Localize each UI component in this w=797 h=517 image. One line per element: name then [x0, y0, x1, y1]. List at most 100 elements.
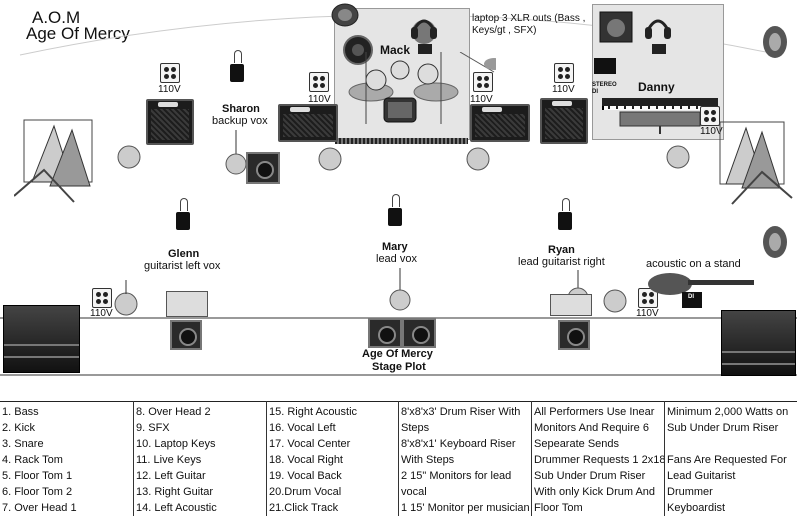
- input-item: 14. Left Acoustic: [136, 502, 217, 514]
- requirement-line: Lead Guitarist: [667, 470, 736, 482]
- keyboardist-name: Danny: [638, 80, 675, 94]
- requirement-line: 8'x8'x1' Keyboard Riser: [401, 438, 516, 450]
- laptop-mic-stand: [459, 52, 496, 73]
- drummer-name: Mack: [380, 43, 411, 57]
- input-list-column-2: 8. Over Head 2 9. SFX 10. Laptop Keys 11…: [133, 401, 266, 516]
- input-item: 12. Left Guitar: [136, 470, 206, 482]
- in-ear-beltpack-icon: [388, 194, 402, 226]
- requirement-line: 8'x8'x3' Drum Riser With: [401, 406, 521, 418]
- stereo-di-label: STEREO DI: [592, 82, 617, 95]
- drum-sub-speaker-icon: [331, 3, 359, 27]
- input-item: 4. Rack Tom: [2, 454, 63, 466]
- requirement-line: Steps: [401, 422, 430, 434]
- glenn-pedalboard-icon: [166, 291, 208, 317]
- ryan-role: lead guitarist right: [518, 256, 605, 268]
- mic-stand-base-icon: [466, 147, 490, 171]
- drum-riser-steps: [335, 138, 468, 144]
- in-ear-beltpack-icon: [230, 50, 244, 82]
- headphones-icon: [411, 19, 437, 39]
- power-outlet-icon: [309, 72, 329, 92]
- input-item: 8. Over Head 2: [136, 406, 211, 418]
- ryan-pedalboard-icon: [550, 294, 592, 316]
- input-list-column-1: 1. Bass 2. Kick 3. Snare 4. Rack Tom 5. …: [0, 401, 133, 516]
- mic-stand-base-icon: [666, 145, 690, 169]
- input-item: 13. Right Guitar: [136, 486, 214, 498]
- power-outlet-icon: [638, 288, 658, 308]
- requirement-line: 1 15' Monitor per musician: [401, 502, 530, 514]
- voltage-label: 110V: [308, 94, 331, 105]
- band-abbreviation: A.O.M: [32, 8, 81, 27]
- mic-stand-icon: [389, 268, 411, 311]
- mary-wedge-monitor-left: [368, 318, 402, 348]
- mic-stand-icon: [225, 130, 247, 175]
- requirement-line: [667, 436, 795, 452]
- input-item: 3. Snare: [2, 438, 44, 450]
- riser-requirements-column: 8'x8'x3' Drum Riser With Steps 8'x8'x1' …: [398, 401, 531, 516]
- drum-kit-icon: [343, 20, 459, 124]
- guitar-amp-left: [146, 99, 194, 145]
- monitor-requirements-column: All Performers Use Inear Monitors And Re…: [531, 401, 666, 516]
- requirement-line: 2 15" Monitors for lead: [401, 470, 512, 482]
- requirement-line: Fans Are Requested For: [667, 454, 787, 466]
- requirement-line: Keyboardist: [667, 502, 726, 514]
- mary-name: Mary: [382, 241, 408, 253]
- di-label: DI: [688, 294, 694, 300]
- sharon-name: Sharon: [222, 103, 260, 115]
- input-item: 11. Live Keys: [136, 454, 202, 466]
- band-name: Age Of Mercy: [26, 24, 130, 43]
- di-box-icon: [682, 292, 702, 308]
- keyboard-monitor-icon: [599, 11, 633, 43]
- voltage-label: 110V: [470, 94, 493, 105]
- power-outlet-icon: [473, 72, 493, 92]
- in-ear-pack-icon: [652, 44, 666, 54]
- in-ear-pack-icon: [418, 44, 432, 54]
- headphones-icon: [645, 19, 671, 39]
- acoustic-guitar-icon: [648, 273, 754, 295]
- guitar-amp-right: [540, 98, 588, 144]
- left-subwoofer: [3, 305, 80, 373]
- requirement-line: Drummer: [667, 486, 713, 498]
- ryan-wedge-monitor: [558, 320, 590, 350]
- input-item: 5. Floor Tom 1: [2, 470, 73, 482]
- in-ear-beltpack-icon: [176, 198, 190, 230]
- mic-stand-icon: [114, 280, 138, 316]
- requirement-line: Monitors And Require 6: [534, 422, 649, 434]
- sharon-role: backup vox: [212, 115, 268, 127]
- input-list-column-3: 15. Right Acoustic 16. Vocal Left 17. Vo…: [266, 401, 398, 516]
- requirement-line: Floor Tom: [534, 502, 583, 514]
- acoustic-note: acoustic on a stand: [646, 258, 741, 270]
- voltage-label: 110V: [90, 308, 113, 319]
- voltage-label: 110V: [158, 84, 181, 95]
- laptop-note: laptop 3 XLR outs (Bass , Keys/gt , SFX): [472, 13, 586, 36]
- input-item: 2. Kick: [2, 422, 36, 434]
- input-item: 10. Laptop Keys: [136, 438, 216, 450]
- requirement-line: With only Kick Drum And: [534, 486, 656, 498]
- input-item: 15. Right Acoustic: [269, 406, 358, 418]
- stage-plot-title-line1: Age Of Mercy: [362, 348, 433, 360]
- input-item: 16. Vocal Left: [269, 422, 336, 434]
- voltage-label: 110V: [636, 308, 659, 319]
- guitar-stand-left-icon: [14, 119, 93, 203]
- requirement-line: Drummer Requests 1 2x18: [534, 454, 666, 466]
- input-item: 9. SFX: [136, 422, 170, 434]
- power-requirements-column: Minimum 2,000 Watts on Sub Under Drum Ri…: [664, 401, 797, 516]
- mary-role: lead vox: [376, 253, 417, 265]
- power-outlet-icon: [92, 288, 112, 308]
- input-item: 20.Drum Vocal: [269, 486, 342, 498]
- input-item: 17. Vocal Center: [269, 438, 351, 450]
- stereo-di-icon: [594, 58, 616, 74]
- stage-plot-title-line2: Stage Plot: [372, 361, 426, 373]
- ryan-name: Ryan: [548, 244, 575, 256]
- power-outlet-icon: [554, 63, 574, 83]
- voltage-label: 110V: [552, 84, 575, 95]
- requirement-line: Sub Under Drum Riser: [667, 422, 779, 434]
- input-item: 7. Over Head 1: [2, 502, 77, 514]
- requirement-line: All Performers Use Inear: [534, 406, 655, 418]
- glenn-wedge-monitor: [170, 320, 202, 350]
- requirement-line: Minimum 2,000 Watts on: [667, 406, 789, 418]
- requirement-line: vocal: [401, 486, 427, 498]
- mic-stand-icon: [603, 289, 627, 313]
- glenn-role: guitarist left vox: [144, 260, 221, 272]
- right-subwoofer: [721, 310, 796, 376]
- keys-amp: [470, 104, 530, 142]
